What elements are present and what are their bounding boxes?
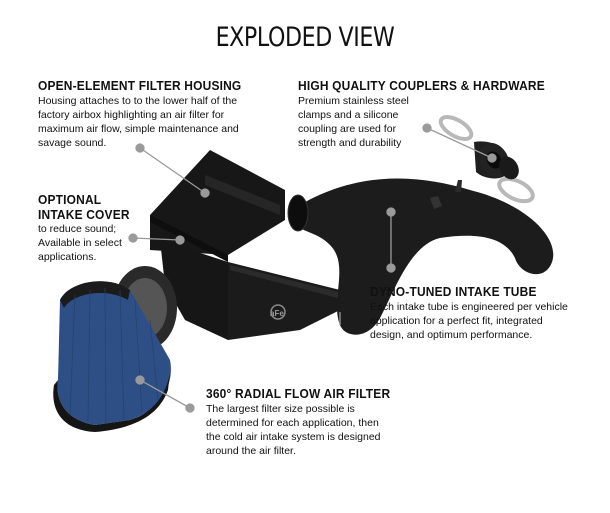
filter-line: determined for each application, then bbox=[206, 417, 379, 429]
housing-line: factory airbox highlighting an air filte… bbox=[38, 109, 225, 121]
filter-line: around the air filter. bbox=[206, 445, 296, 457]
couplers-line: clamps and a silicone bbox=[298, 109, 399, 121]
leader-couplers bbox=[422, 123, 497, 163]
cover-heading-line1: OPTIONAL bbox=[38, 192, 102, 207]
page-title: EXPLODED VIEW bbox=[215, 22, 395, 53]
housing-description: Housing attaches to to the lower half of… bbox=[38, 94, 239, 150]
filter-heading: 360° RADIAL FLOW AIR FILTER bbox=[206, 386, 391, 401]
filter-housing: aFe bbox=[150, 150, 340, 340]
tube-line: application for a perfect fit, integrate… bbox=[370, 315, 543, 327]
tube-description: Each intake tube is engineered per vehic… bbox=[370, 300, 568, 342]
cover-line: to reduce sound; bbox=[38, 223, 117, 235]
intake-tube bbox=[287, 178, 554, 335]
cover-description: to reduce sound; Available in select app… bbox=[38, 222, 122, 264]
cover-heading-line2: INTAKE COVER bbox=[38, 207, 130, 222]
housing-line: maximum air flow, simple maintenance and bbox=[38, 123, 239, 135]
leader-housing bbox=[135, 143, 210, 198]
housing-line: Housing attaches to to the lower half of… bbox=[38, 95, 238, 107]
housing-line: savage sound. bbox=[38, 137, 107, 149]
tube-heading: DYNO-TUNED INTAKE TUBE bbox=[370, 284, 537, 299]
couplers-description: Premium stainless steel clamps and a sil… bbox=[298, 94, 409, 150]
filter-description: The largest filter size possible is dete… bbox=[206, 402, 381, 458]
couplers-line: coupling are used for bbox=[298, 123, 397, 135]
cover-line: Available in select bbox=[38, 237, 122, 249]
cover-line: applications. bbox=[38, 251, 97, 263]
couplers-line: Premium stainless steel bbox=[298, 95, 409, 107]
couplers-heading: HIGH QUALITY COUPLERS & HARDWARE bbox=[298, 78, 545, 93]
svg-text:aFe: aFe bbox=[270, 309, 284, 318]
leader-tube bbox=[386, 207, 396, 273]
tube-line: Each intake tube is engineered per vehic… bbox=[370, 301, 568, 313]
housing-heading: OPEN-ELEMENT FILTER HOUSING bbox=[38, 78, 242, 93]
leader-cover bbox=[128, 233, 185, 245]
leader-filter bbox=[135, 375, 195, 413]
couplers-line: strength and durability bbox=[298, 137, 402, 149]
filter-line: The largest filter size possible is bbox=[206, 403, 355, 415]
air-filter bbox=[53, 266, 177, 432]
filter-line: the cold air intake system is designed bbox=[206, 431, 381, 443]
tube-line: design, and optimum performance. bbox=[370, 329, 533, 341]
